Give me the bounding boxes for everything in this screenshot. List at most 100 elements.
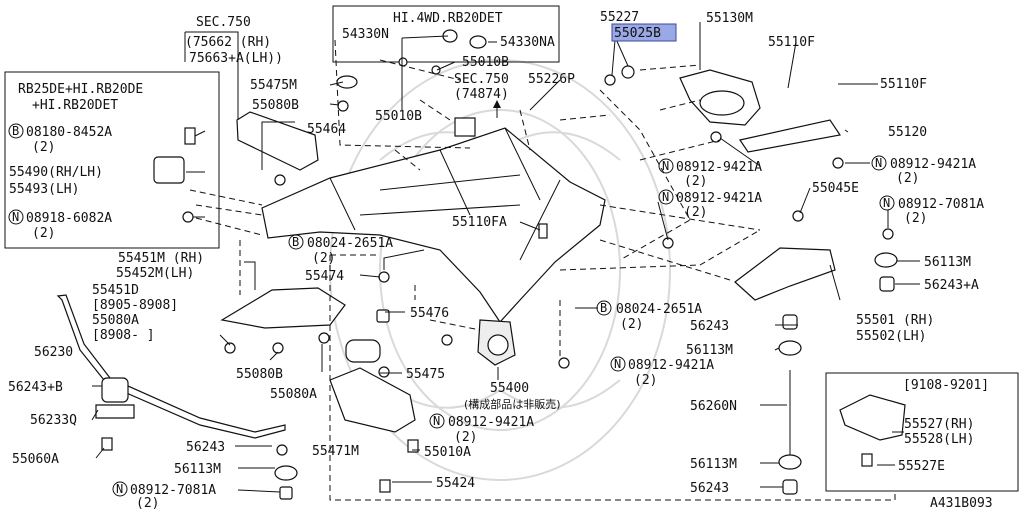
label-56113M-b: 56113M — [686, 343, 733, 358]
label-08912-7081-b-qty: (2) — [136, 496, 159, 510]
label-55464: 55464 — [307, 122, 346, 137]
label-55424: 55424 — [436, 476, 475, 491]
clamp-56233Q — [95, 404, 135, 419]
bushing-55476 — [345, 339, 381, 363]
label-55226P: 55226P — [528, 72, 575, 87]
label-55476: 55476 — [410, 306, 449, 321]
nut-marker-icon — [658, 158, 674, 174]
label-55110F-a: 55110F — [768, 35, 815, 50]
label-56243-b: 56243 — [186, 440, 225, 455]
label-08918: 08918-6082A — [26, 211, 112, 226]
variant-date-title: [9108-9201] — [903, 378, 989, 393]
label-08912-c: 08912-9421A — [676, 191, 762, 206]
label-55493: 55493(LH) — [9, 182, 79, 197]
label-55475M: 55475M — [250, 78, 297, 93]
label-56233Q: 56233Q — [30, 413, 77, 428]
label-55120: 55120 — [888, 125, 927, 140]
marker-n-5: N — [883, 196, 890, 210]
label-55490: 55490(RH/LH) — [9, 165, 103, 180]
label-55227: 55227 — [600, 10, 639, 25]
label-08912-e: 08912-9421A — [628, 358, 714, 373]
label-sec750-b-ref: (74874) — [454, 87, 509, 102]
label-55080A-a: 55080A — [92, 313, 139, 328]
label-08024-a-qty: (2) — [312, 251, 335, 266]
label-56243B: 56243+B — [8, 380, 63, 395]
label-55080A-b: 55080A — [270, 387, 317, 402]
crossmember-55400 — [261, 117, 606, 366]
label-55451D-date: [8905-8908] — [92, 298, 178, 313]
nut-marker-icon — [8, 209, 24, 225]
label-55451M: 55451M (RH) — [118, 251, 204, 266]
variant-left-line1: RB25DE+HI.RB20DE — [18, 82, 143, 97]
label-55501: 55501 (RH) — [856, 313, 934, 328]
variant-top-title: HI.4WD.RB20DET — [393, 11, 503, 26]
label-08918-qty: (2) — [32, 226, 55, 241]
label-55400: 55400 — [490, 381, 529, 396]
link-55120 — [739, 119, 842, 153]
label-55080A-date: [8908- ] — [92, 328, 155, 343]
label-56260N: 56260N — [690, 399, 737, 414]
label-55528: 55528(LH) — [904, 432, 974, 447]
label-55452M: 55452M(LH) — [116, 266, 194, 281]
bolt-marker-icon — [8, 123, 24, 139]
marker-b-1: B — [12, 124, 19, 138]
label-56113M-a: 56113M — [924, 255, 971, 270]
label-54330NA: 54330NA — [500, 35, 555, 50]
variant-box-left — [4, 71, 220, 249]
label-08180-qty: (2) — [32, 140, 55, 155]
label-08912-d: 08912-9421A — [448, 415, 534, 430]
label-08912-a-qty: (2) — [684, 174, 707, 189]
nut-marker-icon — [429, 413, 445, 429]
marker-n-2: N — [662, 159, 669, 173]
bracket-55527 — [839, 394, 906, 441]
label-55400-note: (構成部品は非販売) — [464, 397, 561, 411]
label-54330N: 54330N — [342, 27, 389, 42]
label-sec750-a: SEC.750 — [196, 15, 251, 30]
marker-n-8: N — [116, 482, 123, 496]
label-55471M: 55471M — [312, 444, 359, 459]
label-sec750-b: SEC.750 — [454, 72, 509, 87]
label-55502: 55502(LH) — [856, 329, 926, 344]
label-08912-b: 08912-9421A — [890, 157, 976, 172]
nut-marker-icon — [610, 356, 626, 372]
label-55130M: 55130M — [706, 11, 753, 26]
bracket-55471M — [329, 367, 416, 433]
marker-n-6: N — [614, 357, 621, 371]
label-08024-b-qty: (2) — [620, 317, 643, 332]
marker-n-7: N — [433, 414, 440, 428]
arm-55130M-eye — [699, 90, 745, 116]
label-55060A: 55060A — [12, 452, 59, 467]
label-55474: 55474 — [305, 269, 344, 284]
label-08024-b: 08024-2651A — [616, 302, 702, 317]
bolt-marker-icon — [288, 234, 304, 250]
mount-55490 — [153, 156, 185, 184]
label-56243A: 56243+A — [924, 278, 979, 293]
label-56243-a: 56243 — [690, 319, 729, 334]
variant-left-line2: +HI.RB20DET — [32, 98, 118, 113]
label-sec750-a-lh: 75663+A(LH)) — [189, 51, 283, 66]
label-56113M-c: 56113M — [174, 462, 221, 477]
highlight-55025B — [611, 23, 677, 42]
label-sec750-a-rh: (75662 (RH) — [185, 35, 271, 50]
label-56243-c: 56243 — [690, 481, 729, 496]
label-08912-7081-b: 08912-7081A — [130, 483, 216, 498]
label-08024-a: 08024-2651A — [307, 236, 393, 251]
label-08912-d-qty: (2) — [454, 430, 477, 445]
marker-n-4: N — [662, 190, 669, 204]
marker-b-3: B — [600, 301, 607, 315]
label-08912-a: 08912-9421A — [676, 160, 762, 175]
marker-b-2: B — [292, 235, 299, 249]
bushing-56243B — [101, 377, 129, 403]
label-55010B-mid: 55010B — [375, 109, 422, 124]
label-55527E: 55527E — [898, 459, 945, 474]
label-56113M-d: 56113M — [690, 457, 737, 472]
variant-box-date — [825, 372, 1019, 492]
label-55110FA: 55110FA — [452, 215, 507, 230]
label-56230: 56230 — [34, 345, 73, 360]
label-55080B-b: 55080B — [236, 367, 283, 382]
dashed-lines — [189, 39, 896, 501]
lower-arm-55501 — [734, 247, 836, 301]
label-08912-7081-a-qty: (2) — [904, 211, 927, 226]
